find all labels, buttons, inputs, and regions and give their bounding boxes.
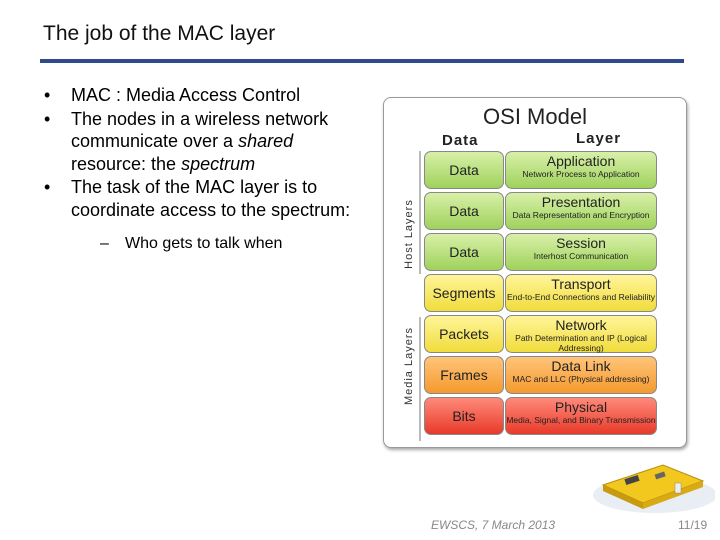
osi-layer-cell: Application Network Process to Applicati… bbox=[505, 151, 657, 189]
bullet-text: The task of the MAC layer is to coordina… bbox=[71, 177, 351, 220]
bullet-marker: • bbox=[44, 177, 51, 197]
media-layers-label: Media Layers bbox=[403, 326, 415, 406]
osi-layer-cell: Session Interhost Communication bbox=[505, 233, 657, 271]
osi-data-cell: Frames bbox=[424, 356, 504, 394]
osi-layer-name: Physical bbox=[554, 399, 608, 415]
bullet-text: MAC : Media Access Control bbox=[71, 85, 301, 105]
bullet-emphasis: shared bbox=[238, 131, 294, 151]
osi-layer-cell: Data Link MAC and LLC (Physical addressi… bbox=[505, 356, 657, 394]
osi-layer-name: Transport bbox=[551, 276, 611, 292]
osi-layer-name: Application bbox=[546, 153, 616, 169]
bullet-text: The nodes in a wireless network communic… bbox=[71, 108, 329, 152]
osi-layer-cell: Presentation Data Representation and Enc… bbox=[505, 192, 657, 230]
bullet-list: • MAC : Media Access Control • The nodes… bbox=[44, 84, 364, 254]
osi-data-cell: Packets bbox=[424, 315, 504, 353]
bullet-item: • MAC : Media Access Control bbox=[44, 84, 364, 107]
sub-bullet-item: – Who gets to talk when bbox=[100, 234, 364, 254]
osi-header-data: Data bbox=[442, 132, 479, 149]
osi-layer-desc: Network Process to Application bbox=[522, 169, 640, 179]
media-layers-bracket bbox=[419, 317, 421, 441]
bullet-text: resource: the bbox=[71, 153, 182, 174]
osi-layer-cell: Transport End-to-End Connections and Rel… bbox=[505, 274, 657, 312]
osi-data-cell: Data bbox=[424, 151, 504, 189]
osi-layer-cell: Physical Media, Signal, and Binary Trans… bbox=[505, 397, 657, 435]
title-rule bbox=[40, 59, 684, 63]
sub-bullet-marker: – bbox=[100, 235, 109, 252]
osi-layer-desc: MAC and LLC (Physical addressing) bbox=[512, 374, 650, 384]
osi-layer-desc: Path Determination and IP (Logical Addre… bbox=[515, 333, 647, 353]
bullet-item: • The task of the MAC layer is to coordi… bbox=[44, 176, 364, 221]
page-number: 11/19 bbox=[678, 518, 708, 532]
osi-layer-desc: Data Representation and Encryption bbox=[512, 210, 650, 220]
slide-title: The job of the MAC layer bbox=[43, 22, 276, 45]
sub-bullet-text: Who gets to talk when bbox=[125, 235, 283, 252]
osi-data-cell: Data bbox=[424, 192, 504, 230]
osi-layer-name: Data Link bbox=[551, 358, 611, 374]
osi-layer-desc: Media, Signal, and Binary Transmission bbox=[506, 415, 656, 425]
osi-data-cell: Data bbox=[424, 233, 504, 271]
bullet-item: • The nodes in a wireless network commun… bbox=[44, 108, 364, 176]
bullet-marker: • bbox=[44, 85, 51, 105]
bullet-marker: • bbox=[44, 108, 51, 129]
osi-data-cell: Segments bbox=[424, 274, 504, 312]
host-layers-bracket bbox=[419, 151, 421, 274]
osi-layer-name: Presentation bbox=[541, 194, 621, 210]
osi-header-layer: Layer bbox=[576, 130, 622, 147]
osi-layer-desc: Interhost Communication bbox=[533, 251, 629, 261]
host-layers-label: Host Layers bbox=[403, 199, 415, 269]
bullet-emphasis: spectrum bbox=[181, 153, 256, 174]
osi-title: OSI Model bbox=[483, 104, 587, 129]
osi-layer-name: Session bbox=[556, 235, 606, 251]
footer-date: EWSCS, 7 March 2013 bbox=[431, 518, 556, 532]
osi-model-figure: OSI Model Data Layer Host Layers Media L… bbox=[383, 97, 687, 448]
sensor-node-image bbox=[593, 464, 715, 513]
osi-layer-cell: Network Path Determination and IP (Logic… bbox=[505, 315, 657, 353]
osi-data-cell: Bits bbox=[424, 397, 504, 435]
osi-layer-name: Network bbox=[555, 317, 607, 333]
osi-layer-desc: End-to-End Connections and Reliability bbox=[507, 292, 655, 302]
